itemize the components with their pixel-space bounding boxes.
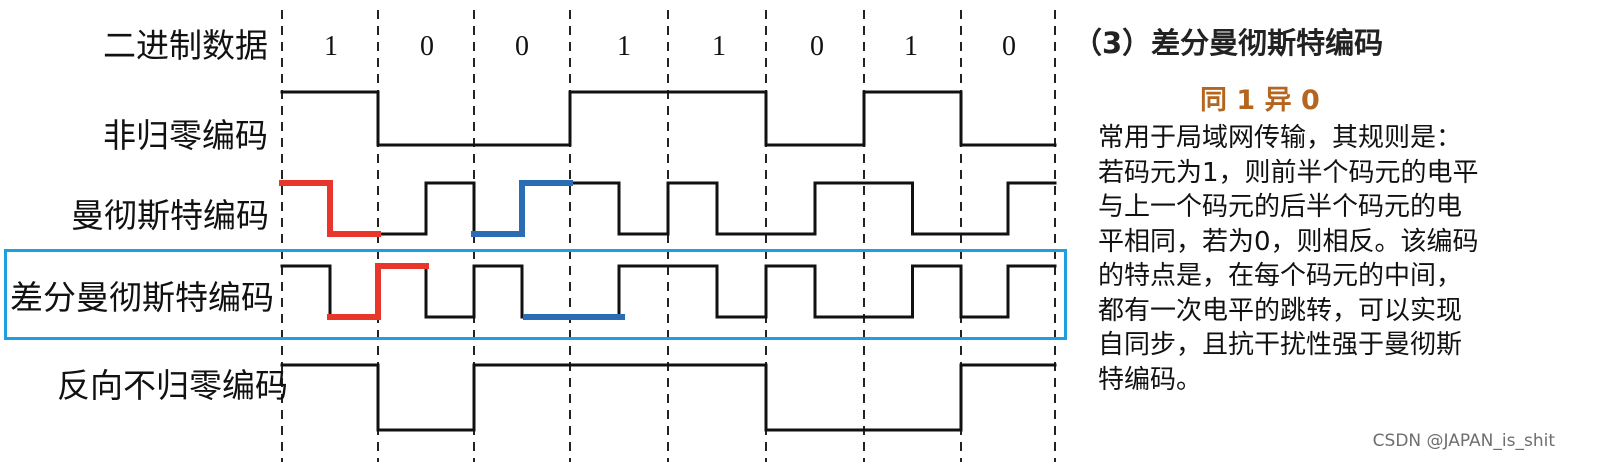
bit-3: 0 xyxy=(515,31,529,62)
diff-manchester-highlight-frame xyxy=(4,249,1067,340)
description-line: 常用于局域网传输，其规则是： xyxy=(1098,123,1463,153)
panel-subtitle: 同 1 异 0 xyxy=(1200,85,1320,116)
panel-title: （3）差分曼彻斯特编码 xyxy=(1073,26,1384,60)
label-nrzi: 反向不归零编码 xyxy=(57,366,288,405)
waveforms xyxy=(279,90,1057,432)
label-nrz: 非归零编码 xyxy=(103,116,268,155)
bit-8: 0 xyxy=(1002,31,1016,62)
bit-6: 0 xyxy=(810,31,824,62)
bit-4: 1 xyxy=(617,31,631,62)
bit-1: 1 xyxy=(324,31,338,62)
label-binary-data: 二进制数据 xyxy=(103,26,268,65)
description-line: 的特点是，在每个码元的中间， xyxy=(1098,261,1463,291)
description-line: 与上一个码元的后半个码元的电 xyxy=(1098,192,1463,222)
watermark: CSDN @JAPAN_is_shit xyxy=(1372,431,1555,451)
description-line: 平相同，若为0，则相反。该编码 xyxy=(1098,226,1479,257)
bit-5: 1 xyxy=(712,31,726,62)
description-line: 都有一次电平的跳转，可以实现 xyxy=(1098,295,1463,326)
bit-boundary-lines xyxy=(281,10,1056,462)
nrzi-waveform xyxy=(280,363,1057,432)
description-line: 若码元为1，则前半个码元的电平 xyxy=(1098,157,1479,188)
bit-2: 0 xyxy=(420,31,434,62)
manchester-bit3-highlight xyxy=(471,180,573,237)
description-line: 自同步，且抗干扰性强于曼彻斯 xyxy=(1098,330,1463,360)
manchester-waveform xyxy=(280,181,1057,236)
manchester-bit1-highlight xyxy=(279,180,381,237)
bit-7: 1 xyxy=(904,31,918,62)
nrz-waveform xyxy=(280,90,1057,147)
label-manchester: 曼彻斯特编码 xyxy=(71,196,269,235)
description-line: 特编码。 xyxy=(1098,364,1203,395)
label-diff-manchester: 差分曼彻斯特编码 xyxy=(10,278,274,317)
panel-description: 常用于局域网传输，其规则是： 若码元为1，则前半个码元的电平 与上一个码元的后半… xyxy=(1098,121,1479,397)
diff-manchester-same1-highlight xyxy=(327,263,429,320)
